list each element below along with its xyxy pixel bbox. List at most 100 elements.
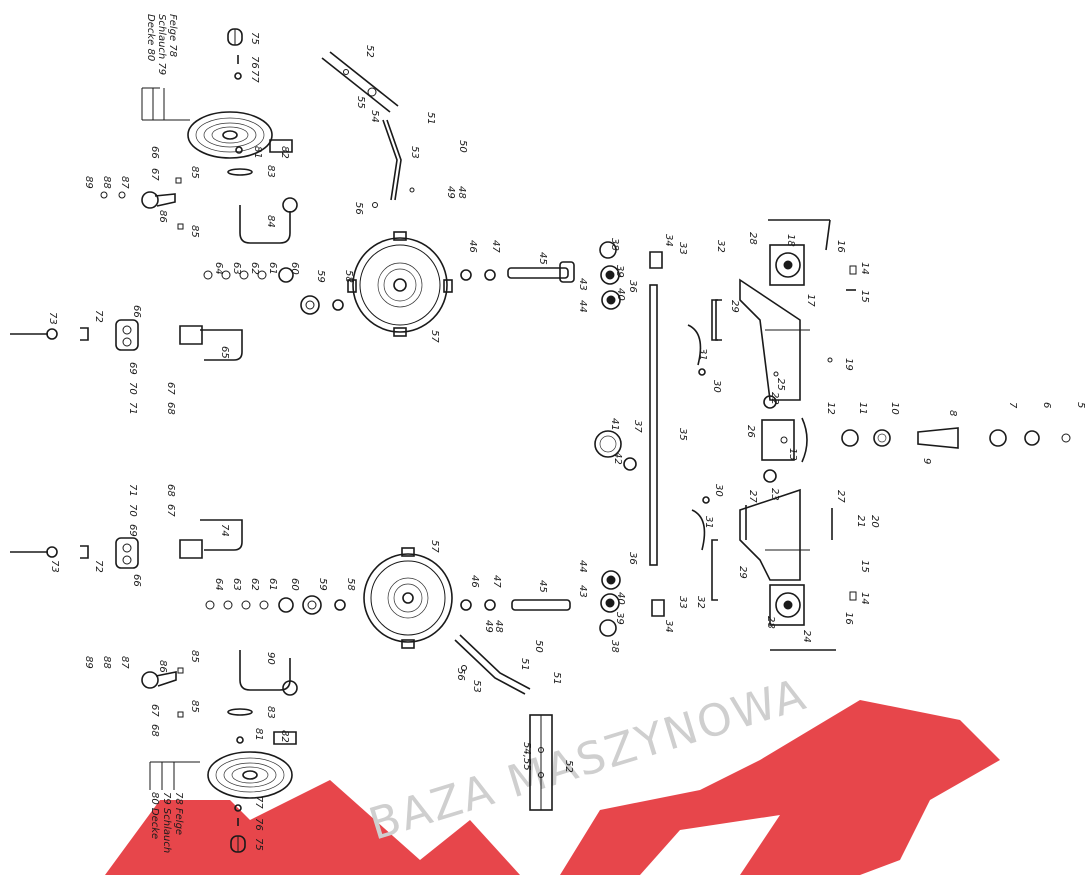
label-30-top: 30 <box>711 380 722 393</box>
label-45-bottom: 45 <box>537 580 548 593</box>
top-wheel-legend-tube: Schlauch 79 <box>156 14 167 75</box>
label-64-bottom: 64 <box>213 578 224 591</box>
label-67-top: 67 <box>149 168 160 181</box>
bottom-axle-pin: 44 43 45 47 46 <box>460 560 588 611</box>
upper-housing: 16 18 17 14 15 19 28 29 31 30 25 <box>687 219 870 401</box>
label-76-bottom: 76 <box>253 818 264 831</box>
label-25: 25 <box>775 378 786 391</box>
label-66-bottom: 66 <box>131 574 142 587</box>
label-85-bottom: 85 <box>189 650 200 663</box>
label-28-top: 28 <box>747 232 758 245</box>
label-89: 89 <box>83 176 94 189</box>
label-83: 83 <box>265 165 276 178</box>
label-47-top: 47 <box>490 240 501 253</box>
top-wheel-small-parts: 75 76 77 81 82 83 <box>227 28 293 178</box>
bottom-hub: 57 <box>363 540 453 649</box>
label-14-bottom: 14 <box>859 592 870 605</box>
label-63-bottom: 63 <box>231 578 242 591</box>
bottom-wheel-legend-tyre: 80 Decke <box>149 792 160 839</box>
top-hub: 57 <box>347 231 453 343</box>
label-58: 58 <box>343 270 354 283</box>
label-81: 81 <box>252 146 263 159</box>
label-18-top: 18 <box>785 234 796 247</box>
label-86: 86 <box>157 210 168 223</box>
label-54-top: 54 <box>369 110 380 123</box>
label-5: 5 <box>1075 402 1086 408</box>
label-68-top: 68 <box>165 402 176 415</box>
label-68-bottom-b: 68 <box>149 724 160 737</box>
label-69-bottom: 69 <box>127 524 138 537</box>
label-44-bottom: 44 <box>577 560 588 573</box>
label-20: 20 <box>869 515 880 528</box>
label-65: 65 <box>219 346 230 359</box>
label-60-bottom: 60 <box>289 578 300 591</box>
label-75: 75 <box>249 32 260 45</box>
label-10: 10 <box>889 402 900 415</box>
label-39-top: 39 <box>614 265 625 278</box>
label-51-bottom-b: 51 <box>551 672 562 685</box>
label-84: 84 <box>265 215 276 228</box>
label-57-bottom: 57 <box>429 540 440 553</box>
label-22: 22 <box>769 392 780 405</box>
label-66-top: 66 <box>149 146 160 159</box>
label-85: 85 <box>189 166 200 179</box>
bottom-washer-column: 58 59 60 61 62 63 64 <box>205 578 356 615</box>
label-32-bottom: 32 <box>695 596 706 609</box>
label-12: 12 <box>825 402 836 415</box>
label-59: 59 <box>315 270 326 283</box>
label-43-top: 43 <box>577 278 588 291</box>
label-71-top: 71 <box>127 402 138 415</box>
top-washer-column: 59 60 61 62 63 64 58 <box>203 262 354 315</box>
label-85-bottom-b: 85 <box>189 700 200 713</box>
label-62-bottom: 62 <box>249 578 260 591</box>
label-40-top: 40 <box>615 288 626 301</box>
label-88-bottom: 88 <box>101 656 112 669</box>
label-45-top: 45 <box>537 252 548 265</box>
label-77-bottom: 77 <box>253 796 264 809</box>
label-49-bottom: 49 <box>483 620 494 633</box>
label-24: 24 <box>801 630 812 643</box>
label-75-bottom: 75 <box>253 838 264 851</box>
label-17-top: 17 <box>805 294 816 307</box>
label-48-top: 48 <box>456 186 467 199</box>
label-34-top: 34 <box>663 234 674 247</box>
label-32-top: 32 <box>715 240 726 253</box>
label-73-bottom: 73 <box>49 560 60 573</box>
label-29-top: 29 <box>729 300 740 313</box>
label-60: 60 <box>289 262 300 275</box>
label-88: 88 <box>101 176 112 189</box>
label-53-top: 53 <box>409 146 420 159</box>
label-69-top: 69 <box>127 362 138 375</box>
label-76: 76 <box>249 56 260 69</box>
label-87-bottom: 87 <box>119 656 130 669</box>
label-38-bottom: 38 <box>609 640 620 653</box>
center-stack: 22 13 26 12 11 10 8 9 7 6 5 23 <box>745 392 1086 501</box>
watermark-logo-shape <box>105 780 520 875</box>
top-axle-pin: 46 47 45 43 44 <box>460 240 588 313</box>
label-39-bottom: 39 <box>614 612 625 625</box>
label-81-bottom: 81 <box>253 728 264 741</box>
label-27b: 27 <box>835 490 846 503</box>
label-47-bottom: 47 <box>491 575 502 588</box>
label-26: 26 <box>745 425 756 438</box>
lower-axle-stub: 71 70 69 68 67 73 72 66 74 <box>10 484 243 587</box>
label-11: 11 <box>857 402 868 415</box>
top-bearings: 38 39 40 36 34 33 32 <box>599 234 726 310</box>
label-16-top: 16 <box>835 240 846 253</box>
main-shaft: 35 37 <box>632 284 688 566</box>
label-46-top: 46 <box>467 240 478 253</box>
label-68-bottom: 68 <box>165 484 176 497</box>
top-wheel-legend-tyre: Decke 80 <box>145 14 156 61</box>
bottom-wheel-legend-tube: 79 Schlauch <box>161 792 172 853</box>
label-14-top: 14 <box>859 262 870 275</box>
label-74: 74 <box>219 524 230 537</box>
label-56-bottom: 56 <box>455 668 466 681</box>
label-42: 42 <box>612 452 623 465</box>
label-44-top: 44 <box>577 300 588 313</box>
label-90: 90 <box>265 652 276 665</box>
label-63: 63 <box>231 262 242 275</box>
label-54-55-bottom: 54,55 <box>521 742 532 771</box>
top-wheel <box>187 111 273 159</box>
top-wheel-legend-rim: Felge 78 <box>167 14 178 57</box>
